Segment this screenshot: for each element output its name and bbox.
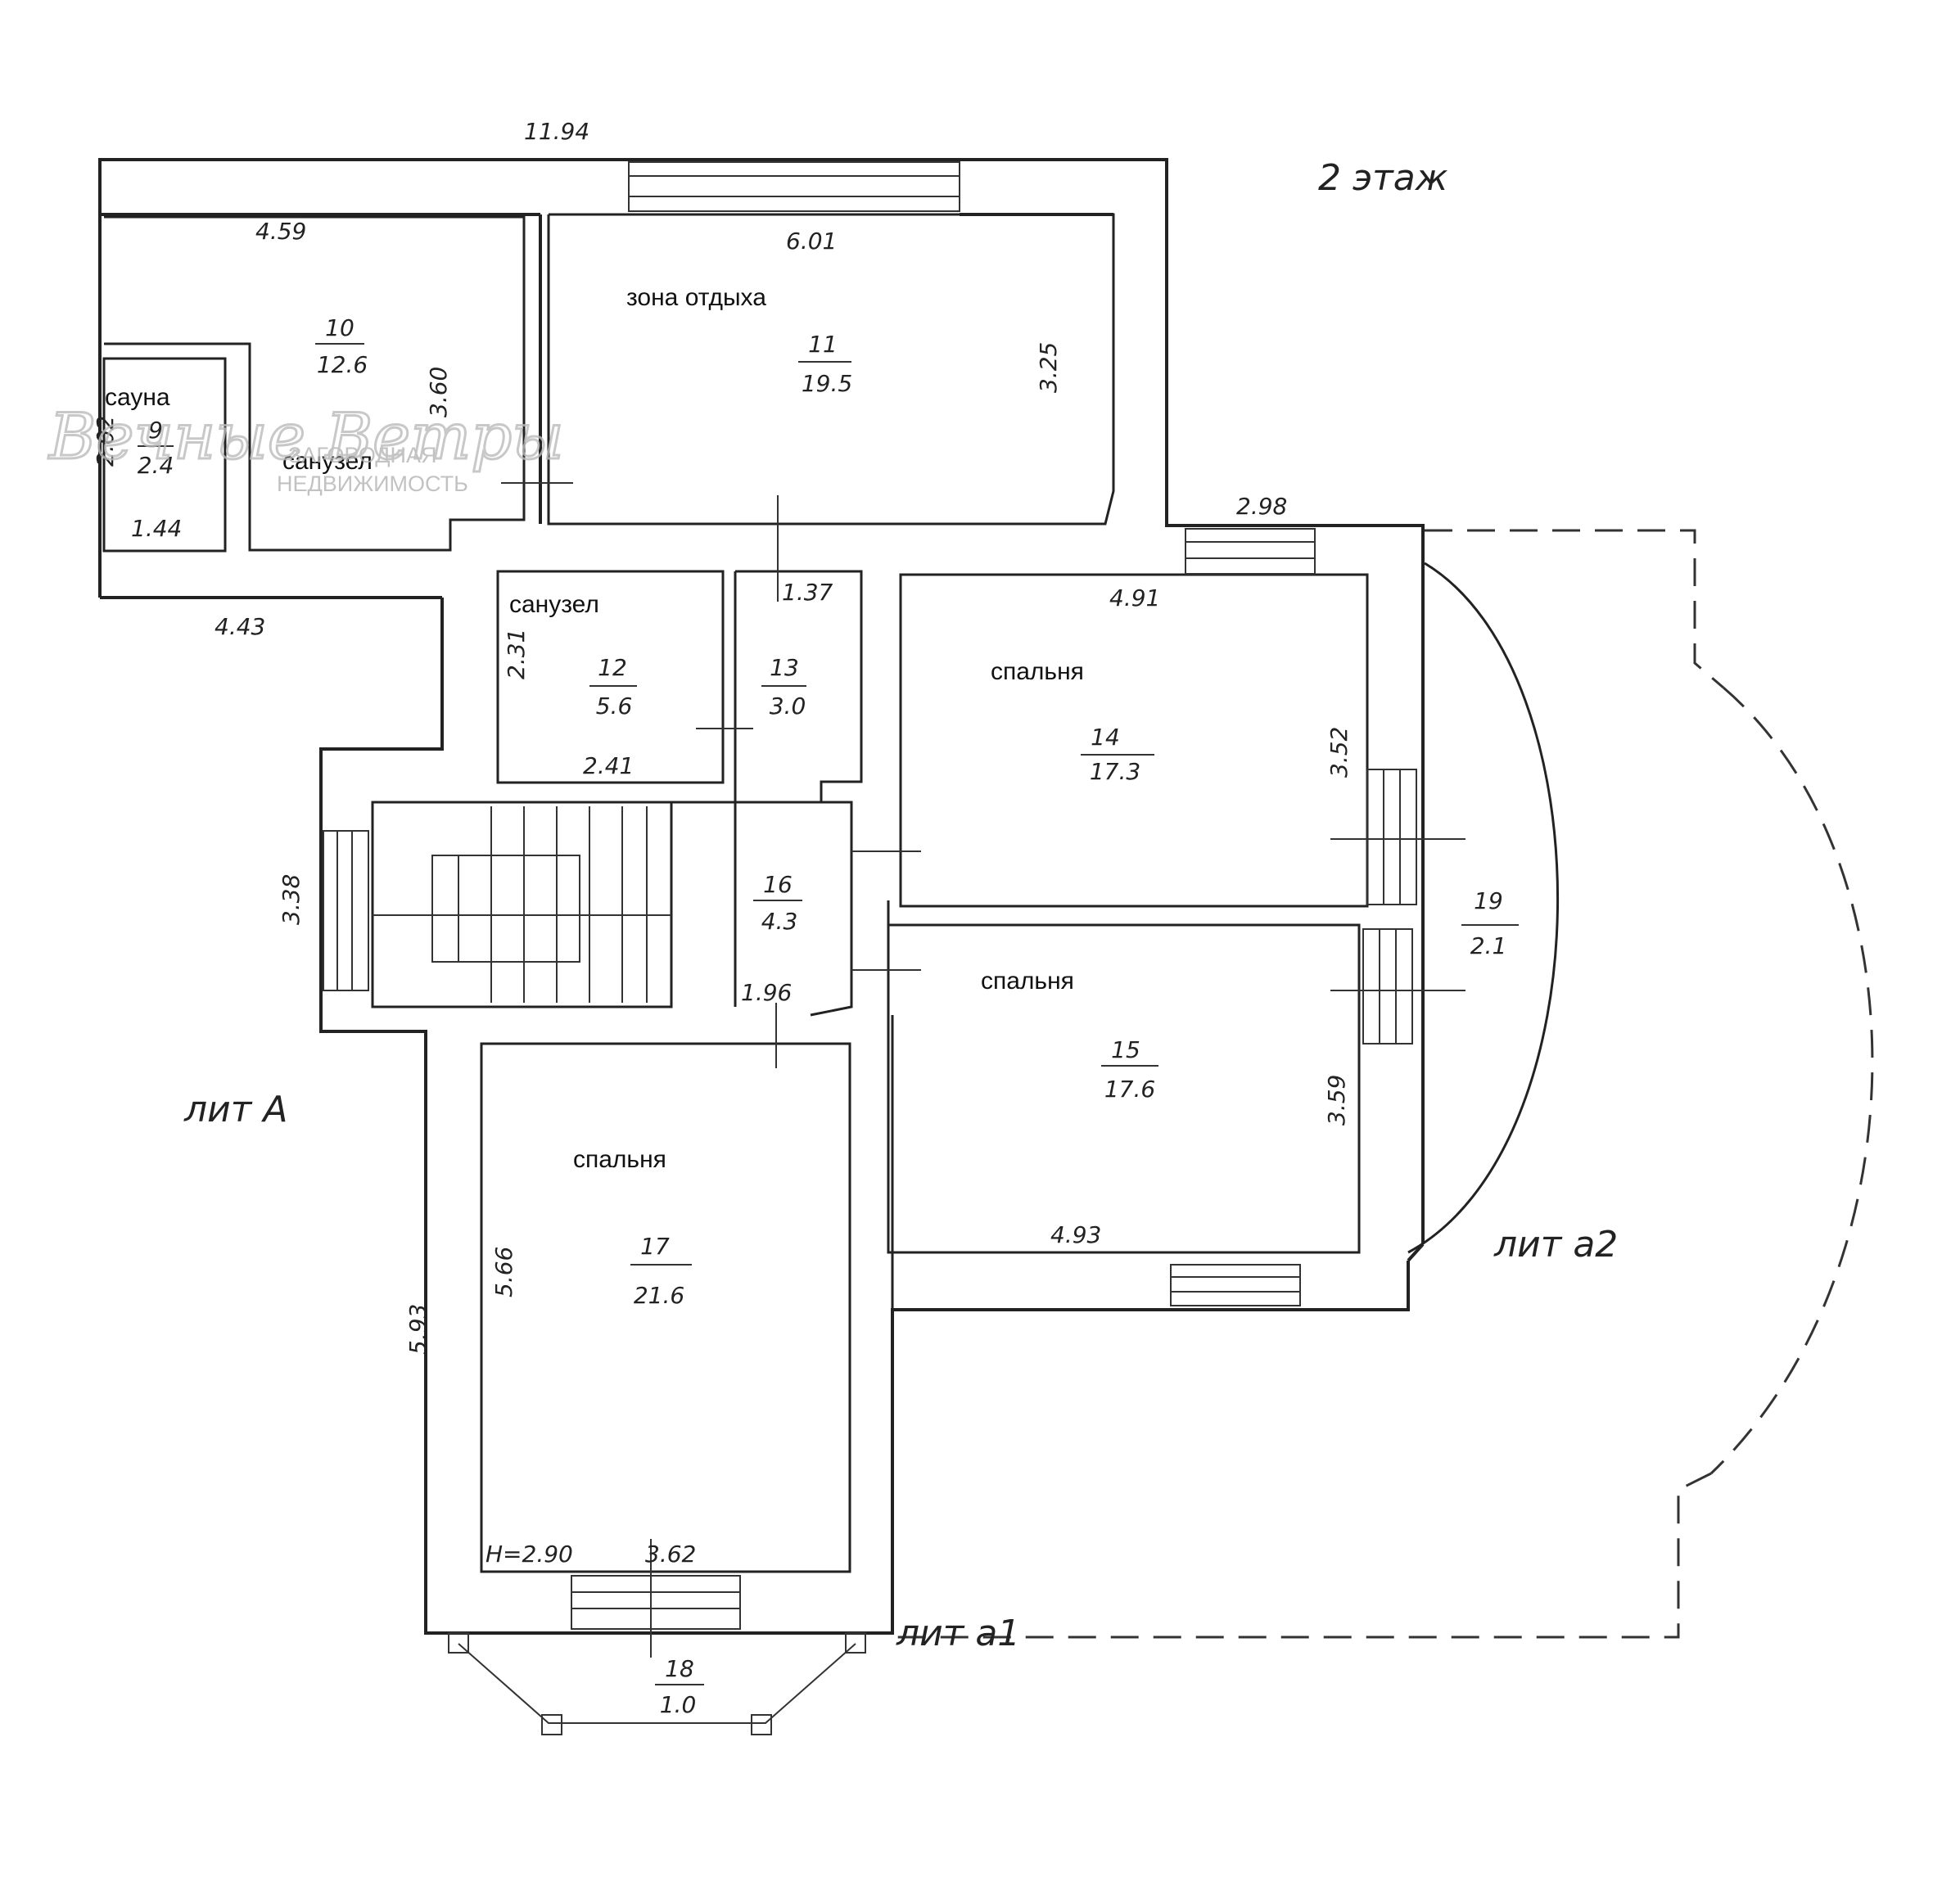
- svg-text:6.01: 6.01: [786, 228, 837, 255]
- svg-text:4.59: 4.59: [255, 218, 306, 245]
- svg-text:4.43: 4.43: [215, 613, 265, 640]
- svg-text:14: 14: [1091, 724, 1120, 751]
- bay-balcony: [448, 1632, 866, 1735]
- svg-text:21.6: 21.6: [634, 1282, 684, 1309]
- svg-text:12.6: 12.6: [317, 351, 368, 378]
- svg-text:H=2.90: H=2.90: [485, 1541, 573, 1568]
- svg-text:13: 13: [770, 654, 799, 681]
- staircase: [373, 806, 671, 1003]
- room-14: 14 17.3: [1081, 724, 1154, 785]
- room-17: 17 21.6: [630, 1233, 692, 1309]
- room-19: 19 2.1: [1461, 887, 1519, 959]
- watermark: Вечные Ветры ЗАГОРОДНАЯ НЕДВИЖИМОСТЬ: [47, 399, 566, 497]
- label-bath1: санузел: [282, 448, 373, 475]
- terrace: [896, 529, 1874, 1639]
- room-12: 12 5.6: [589, 654, 637, 720]
- svg-text:18: 18: [665, 1655, 694, 1682]
- svg-text:9: 9: [148, 417, 163, 444]
- room-outlines: [102, 213, 1369, 1573]
- room-18: 18 1.0: [655, 1655, 704, 1718]
- svg-text:4.93: 4.93: [1050, 1221, 1101, 1248]
- watermark-logo: Вечные Ветры: [47, 400, 564, 474]
- litera-a2: лит а2: [1493, 1224, 1618, 1266]
- watermark-line2: НЕДВИЖИМОСТЬ: [277, 471, 468, 496]
- svg-text:2.02: 2.02: [92, 416, 119, 467]
- litera-a1: лит а1: [896, 1613, 1020, 1654]
- label-bath2: санузел: [509, 591, 599, 618]
- svg-text:16: 16: [763, 871, 793, 898]
- svg-text:15: 15: [1111, 1036, 1140, 1063]
- exterior-walls: [98, 158, 1425, 1635]
- svg-text:17: 17: [640, 1233, 670, 1260]
- windows: [323, 482, 1466, 1658]
- svg-text:5.93: 5.93: [404, 1304, 431, 1355]
- room-15: 15 17.6: [1101, 1036, 1158, 1103]
- svg-text:11: 11: [808, 331, 838, 358]
- svg-text:3.60: 3.60: [425, 367, 452, 417]
- label-sauna: сауна: [105, 384, 170, 411]
- svg-text:4.91: 4.91: [1109, 584, 1160, 611]
- room-11: 11 19.5: [798, 331, 852, 397]
- svg-text:5.66: 5.66: [490, 1247, 517, 1297]
- litera-a: лит А: [183, 1089, 287, 1130]
- svg-text:2.1: 2.1: [1470, 932, 1507, 959]
- svg-text:17.3: 17.3: [1090, 758, 1140, 785]
- svg-text:1.0: 1.0: [660, 1691, 697, 1718]
- svg-text:3.0: 3.0: [770, 693, 806, 720]
- svg-text:5.6: 5.6: [596, 693, 633, 720]
- svg-text:2.98: 2.98: [1236, 493, 1287, 520]
- svg-text:3.25: 3.25: [1035, 342, 1062, 393]
- svg-text:12: 12: [598, 654, 627, 681]
- label-bedroom-17: спальня: [573, 1146, 666, 1173]
- dimension-labels: 11.94 4.59 6.01 3.60 3.25 2.02 1.44 4.43…: [92, 118, 1353, 1568]
- label-bedroom-14: спальня: [991, 658, 1084, 685]
- svg-text:1.44: 1.44: [131, 515, 182, 542]
- svg-text:2.41: 2.41: [583, 752, 634, 779]
- svg-text:2.31: 2.31: [503, 629, 530, 679]
- svg-text:3.38: 3.38: [278, 874, 305, 925]
- floor-title: 2 этаж: [1318, 157, 1448, 199]
- svg-text:2.4: 2.4: [138, 452, 174, 479]
- svg-text:3.52: 3.52: [1326, 727, 1353, 778]
- svg-text:17.6: 17.6: [1104, 1076, 1155, 1103]
- svg-text:1.96: 1.96: [741, 979, 792, 1006]
- svg-text:19: 19: [1474, 887, 1503, 914]
- room-10: 10 12.6: [315, 314, 368, 378]
- room-9: 9 2.4: [138, 417, 174, 479]
- svg-text:10: 10: [325, 314, 355, 341]
- svg-text:4.3: 4.3: [761, 908, 798, 935]
- svg-text:3.62: 3.62: [645, 1541, 696, 1568]
- svg-text:1.37: 1.37: [782, 579, 833, 606]
- watermark-line1: ЗАГОРОДНАЯ: [288, 443, 437, 467]
- svg-text:3.59: 3.59: [1323, 1075, 1350, 1126]
- dim-overall: 11.94: [524, 118, 589, 145]
- svg-text:19.5: 19.5: [802, 370, 852, 397]
- room-13: 13 3.0: [761, 654, 806, 720]
- label-lounge: зона отдыха: [626, 284, 766, 311]
- room-16: 16 4.3: [753, 871, 802, 935]
- label-bedroom-15: спальня: [981, 968, 1074, 995]
